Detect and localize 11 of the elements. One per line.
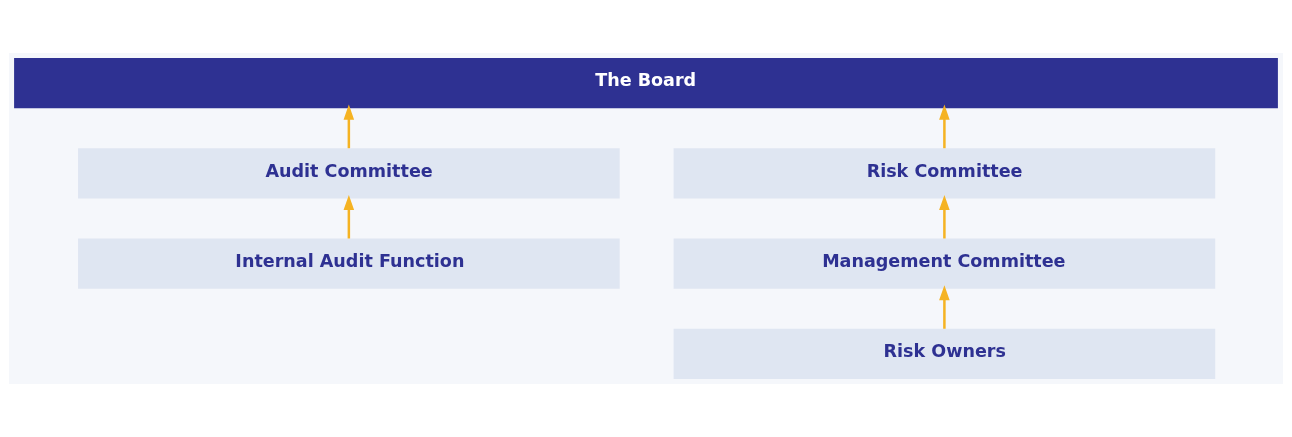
node-box: The Board [14,58,1278,109]
node-box: Audit Committee [78,148,620,199]
arrow [343,104,355,149]
arrow [343,194,355,239]
node-box: Internal Audit Function [78,238,620,289]
node-box: Risk Committee [673,148,1216,199]
arrow [939,194,950,239]
node-box: Management Committee [673,238,1216,289]
arrow [939,104,950,149]
node-box: Risk Owners [673,328,1216,379]
arrow [939,285,950,329]
